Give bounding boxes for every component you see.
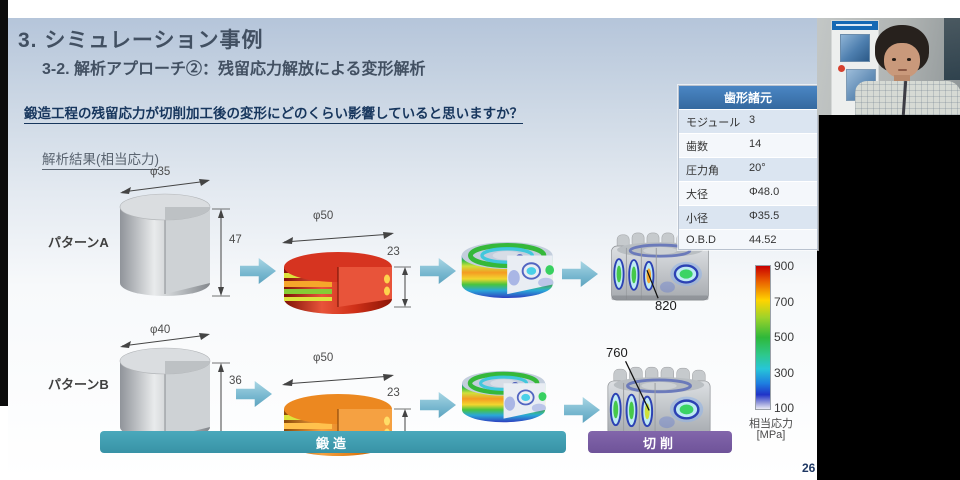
spec-value: Φ48.0 [742, 181, 817, 205]
table-row: 歯数 14 [679, 133, 817, 157]
table-row: モジュール 3 [679, 109, 817, 133]
webcam-background [944, 18, 960, 80]
spec-value: 14 [742, 133, 817, 157]
shared-presentation-slide: 3. シミュレーション事例 3-2. 解析アプローチ②：残留応力解放による変形解… [8, 18, 818, 480]
person-shirt [855, 81, 960, 115]
forged-disc-a-illustration [282, 232, 411, 314]
banner-logo-dot [838, 65, 845, 72]
process-arrow-icon [420, 258, 456, 284]
section-label: 解析結果(相当応力) [42, 148, 159, 170]
colorbar-tick: 700 [774, 295, 795, 309]
letterbox-right-area [817, 115, 960, 480]
blank-a-height-label: 47 [229, 234, 242, 246]
colorbar-unit: [MPa] [756, 429, 786, 441]
cutting-stage-bar: 切削 [588, 431, 732, 453]
spec-value: 3 [742, 109, 817, 133]
forged-b-height-label: 23 [387, 387, 400, 399]
forged-a-height-label: 23 [387, 246, 400, 258]
question-text: 鍛造工程の残留応力が切削加工後の変形にどのくらい影響していると思いますか？ [24, 102, 524, 124]
colorbar-caption: 相当応力 [749, 418, 793, 430]
spec-label: O.B.D [679, 229, 742, 249]
process-arrow-icon [240, 258, 276, 284]
colorbar-tick: 100 [774, 401, 795, 415]
blank-b-height-label: 36 [229, 375, 242, 387]
table-row: O.B.D 44.52 [679, 229, 817, 249]
person-eye [892, 58, 896, 61]
spec-label: 小径 [679, 205, 742, 229]
webcam-video-tile[interactable] [817, 18, 960, 115]
blank-cylinder-b-illustration [119, 333, 230, 441]
machined-gear-a-illustration [611, 232, 709, 301]
forged-disc-b-illustration [282, 374, 411, 456]
gear-spec-table: 歯形諸元 モジュール 3 歯数 14 圧力角 20° 大径 Φ48.0 小径 Φ… [678, 85, 818, 250]
table-row: 小径 Φ35.5 [679, 205, 817, 229]
stress-colorbar [755, 265, 771, 410]
peak-stress-b-label: 760 [606, 345, 628, 360]
spec-label: モジュール [679, 109, 742, 133]
company-banner-header [832, 21, 878, 30]
spec-label: 歯数 [679, 133, 742, 157]
process-arrow-icon [564, 397, 600, 423]
spec-table-header: 歯形諸元 [679, 86, 817, 109]
blank-cylinder-a-illustration [119, 179, 230, 297]
page-number: 26 [802, 461, 816, 475]
pattern-b-label: パターンB [48, 377, 109, 392]
banner-machine-graphic [840, 34, 870, 62]
table-row: 大径 Φ48.0 [679, 181, 817, 205]
stress-disc-b-illustration [462, 370, 547, 423]
blank-a-diameter-label: φ35 [150, 166, 171, 178]
colorbar-tick: 300 [774, 366, 795, 380]
slide-subtitle: 3-2. 解析アプローチ②：残留応力解放による変形解析 [42, 61, 426, 78]
spec-label: 大径 [679, 181, 742, 205]
slide-title: 3. シミュレーション事例 [18, 29, 264, 52]
table-row: 圧力角 20° [679, 157, 817, 181]
pattern-a-label: パターンA [48, 235, 109, 250]
spec-value: 20° [742, 157, 817, 181]
forged-b-diameter-label: φ50 [313, 352, 334, 364]
blank-b-diameter-label: φ40 [150, 324, 171, 336]
person-eye [907, 58, 911, 61]
peak-stress-a-label: 820 [655, 298, 677, 313]
colorbar-tick: 500 [774, 330, 795, 344]
letterbox-left-bar [0, 0, 8, 406]
spec-label: 圧力角 [679, 157, 742, 181]
person-mouth [898, 69, 907, 71]
spec-value: 44.52 [742, 229, 817, 249]
spec-value: Φ35.5 [742, 205, 817, 229]
colorbar-tick: 900 [774, 259, 795, 273]
forged-a-diameter-label: φ50 [313, 210, 334, 222]
stress-disc-a-illustration [461, 241, 555, 299]
person-neck [894, 75, 910, 84]
person-face [884, 43, 920, 78]
forging-stage-bar: 鍛造 [100, 431, 566, 453]
